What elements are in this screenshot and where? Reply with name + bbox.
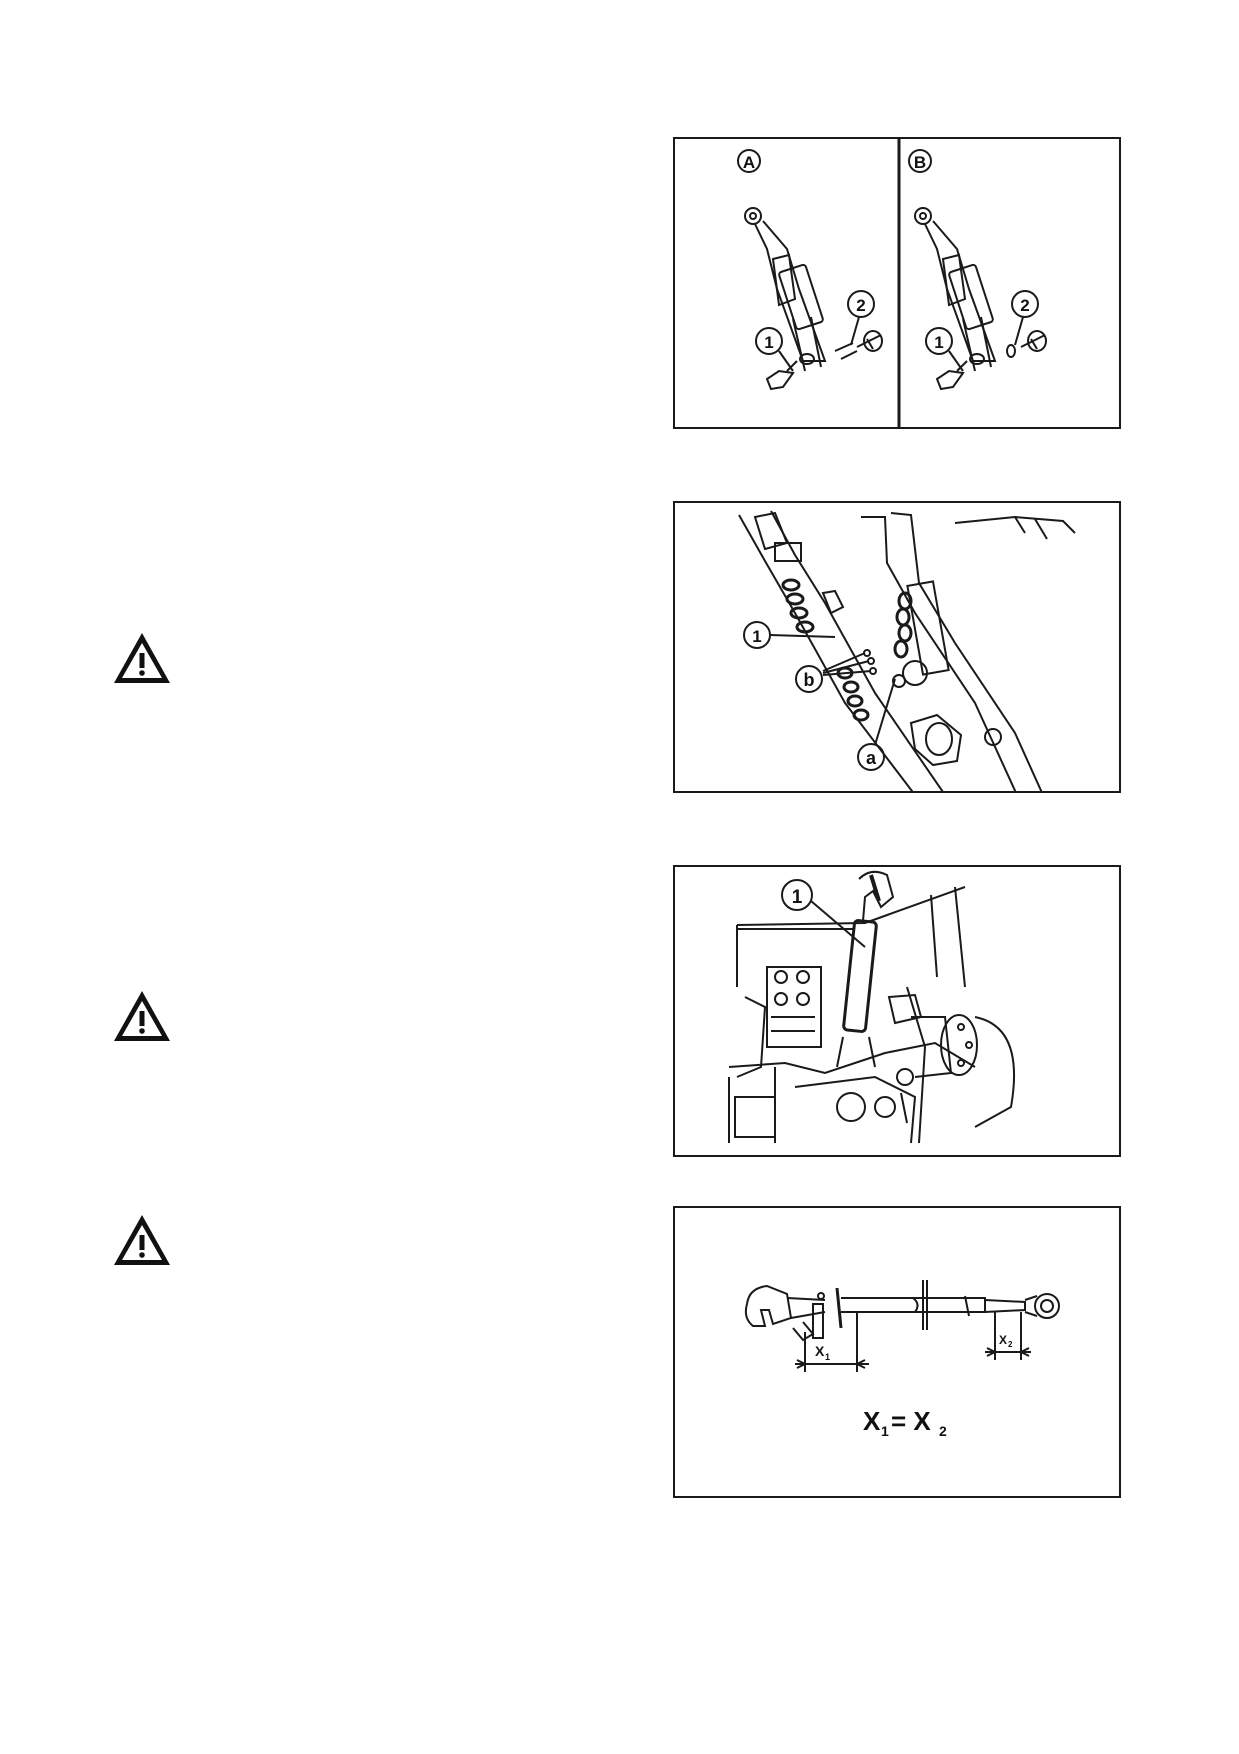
- b-callout-1: 1: [934, 333, 943, 352]
- dim-x2-main: X: [999, 1333, 1007, 1347]
- warning-triangle-icon: [114, 991, 170, 1041]
- warning-triangle-icon: [114, 1215, 170, 1265]
- dim-x2-sub: 2: [1008, 1340, 1013, 1349]
- a-callout-2: 2: [856, 296, 865, 315]
- formula-sub1: 1: [881, 1423, 889, 1439]
- b-callout-2: 2: [1020, 296, 1029, 315]
- fig2-callout-1: 1: [752, 627, 761, 646]
- panel-b: B 1 2: [908, 149, 1047, 391]
- panel-b-label: B: [914, 153, 926, 172]
- fig2-callout-a: a: [866, 748, 877, 768]
- dim-x1-sub: 1: [825, 1352, 830, 1362]
- panel-a-label: A: [743, 153, 755, 172]
- a-callout-1: 1: [764, 333, 773, 352]
- figure-chain-stabilizer: 1 b a: [673, 501, 1121, 793]
- formula-sub2: 2: [939, 1423, 947, 1439]
- fig3-callout-1: 1: [792, 887, 803, 908]
- figure-top-link-mounted: 1: [673, 865, 1121, 1157]
- dim-x1-main: X: [815, 1343, 825, 1359]
- figure-top-link-dimensions: X 1 X 2 X 1 = X 2: [673, 1206, 1121, 1498]
- fig2-callout-b: b: [804, 670, 815, 690]
- formula-eq: = X: [891, 1406, 931, 1436]
- formula-x1: X: [863, 1406, 881, 1436]
- figure-stabilizer-variants: A 1 2 B: [673, 137, 1121, 429]
- warning-triangle-icon: [114, 633, 170, 683]
- panel-a: A 1 2: [737, 149, 883, 391]
